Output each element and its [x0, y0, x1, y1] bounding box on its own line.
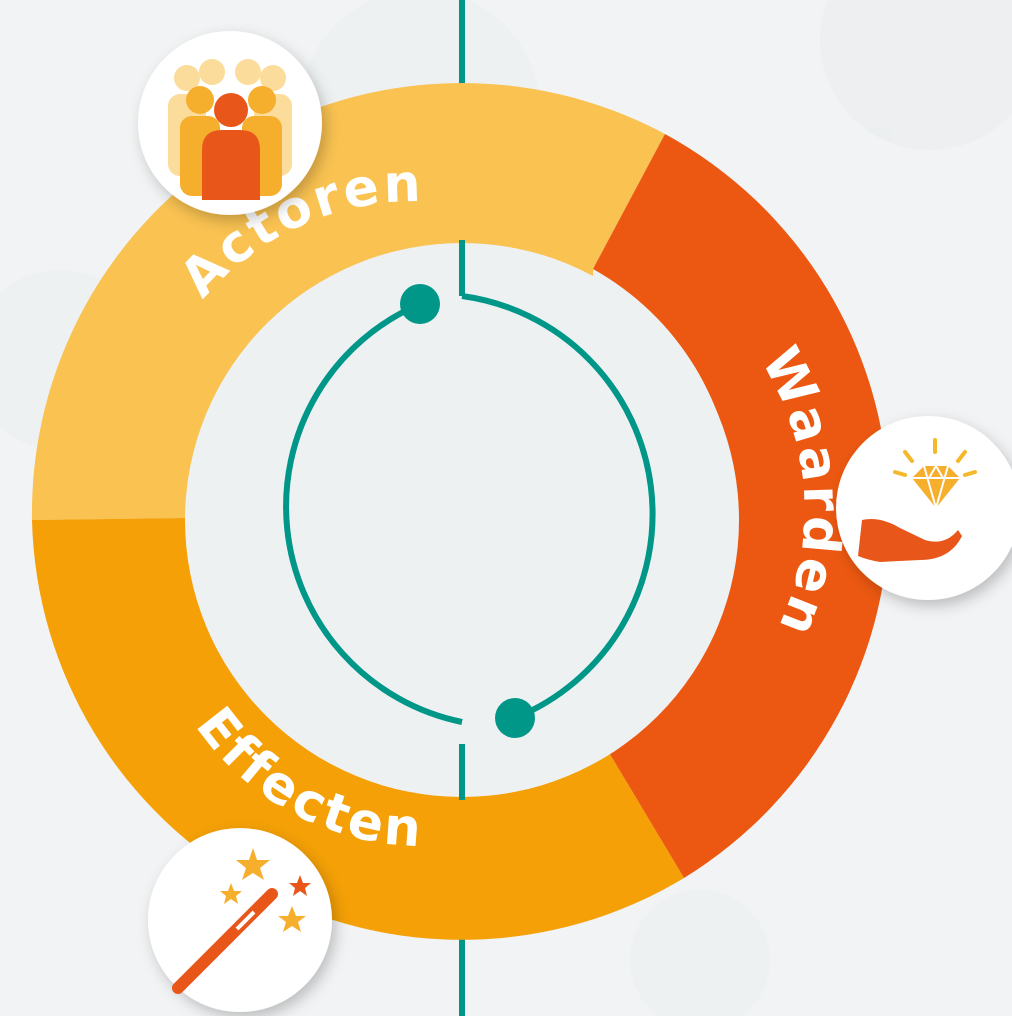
segment-waarden[interactable] [593, 134, 890, 878]
magic-wand-stars-icon [172, 848, 311, 994]
hand-diamond-icon [858, 438, 977, 562]
cycle-indicator [283, 240, 656, 800]
inner-circle [185, 243, 739, 797]
cycle-dot-top [400, 284, 440, 324]
people-group-icon [168, 59, 292, 200]
actoren-badge[interactable] [138, 31, 322, 215]
effecten-badge[interactable] [148, 828, 332, 1012]
cycle-dot-bottom [495, 698, 535, 738]
segment-effecten[interactable] [32, 518, 684, 940]
waarden-badge[interactable] [836, 416, 1012, 600]
